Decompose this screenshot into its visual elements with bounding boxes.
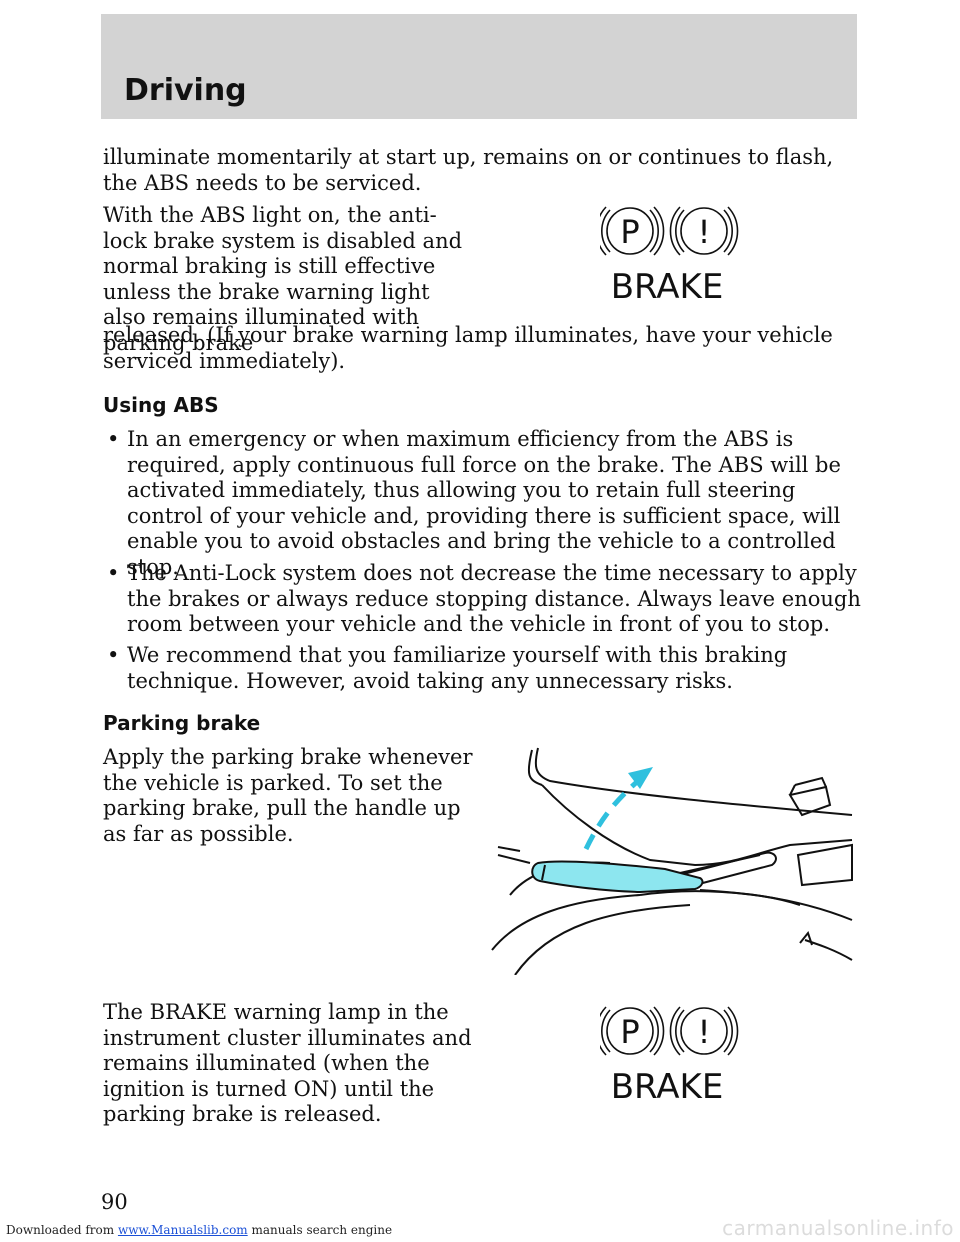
watermark: carmanualsonline.info <box>722 1216 954 1240</box>
brake-warning-icon: P ! BRAKE <box>600 998 740 1102</box>
page-number: 90 <box>101 1190 128 1214</box>
exclamation-symbol: ! <box>698 1013 711 1051</box>
heading-parking-brake: Parking brake <box>103 711 261 735</box>
exclamation-symbol: ! <box>698 213 711 251</box>
bullet-dot: • <box>107 427 120 451</box>
parking-p-symbol: P <box>620 1013 639 1051</box>
paragraph-abs-light-full: released. (If your brake warning lamp il… <box>103 323 833 373</box>
heading-using-abs: Using ABS <box>103 393 219 417</box>
brake-warning-icon: P ! BRAKE <box>600 198 740 302</box>
bullet-item: • We recommend that you familiarize your… <box>103 643 863 694</box>
bullet-text: We recommend that you familiarize yourse… <box>127 643 788 693</box>
parking-brake-illustration <box>490 745 855 979</box>
brake-label: BRAKE <box>611 1067 724 1102</box>
footer-prefix: Downloaded from <box>6 1223 118 1237</box>
bullet-text: The Anti-Lock system does not decrease t… <box>127 561 861 636</box>
brake-label: BRAKE <box>611 267 724 302</box>
parking-p-symbol: P <box>620 213 639 251</box>
bullet-dot: • <box>107 643 120 667</box>
paragraph-brake-lamp: The BRAKE warning lamp in the instrument… <box>103 1000 472 1126</box>
bullet-text: In an emergency or when maximum efficien… <box>127 427 841 579</box>
paragraph-apply-parking-brake: Apply the parking brake whenever the veh… <box>103 745 473 846</box>
paragraph-abs-light-wrap: With the ABS light on, the anti-lock bra… <box>103 203 463 355</box>
bullet-item: • In an emergency or when maximum effici… <box>103 427 863 580</box>
header-bar <box>101 14 857 119</box>
paragraph-abs-service: illuminate momentarily at start up, rema… <box>103 145 834 195</box>
bullet-item: • The Anti-Lock system does not decrease… <box>103 561 863 638</box>
manualslib-link[interactable]: www.Manualslib.com <box>117 1223 248 1237</box>
bullet-dot: • <box>107 561 120 585</box>
footer-suffix: manuals search engine <box>247 1223 393 1237</box>
download-footer: Downloaded from www.Manualslib.com manua… <box>6 1223 392 1237</box>
section-title: Driving <box>124 73 247 108</box>
